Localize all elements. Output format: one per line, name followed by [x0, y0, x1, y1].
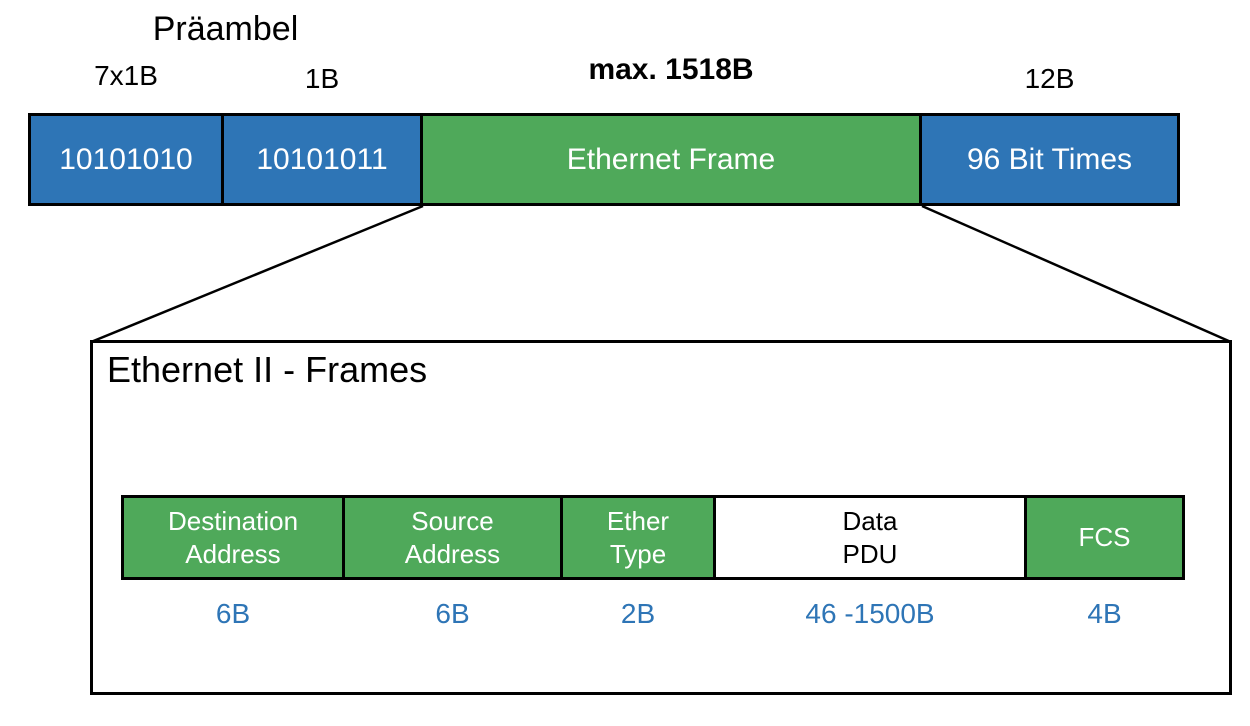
- interframe-gap-box: 96 Bit Times: [919, 113, 1180, 206]
- preamble-bytes-box: 10101010: [28, 113, 224, 206]
- preamble-title: Präambel: [152, 10, 299, 48]
- fcs-label: FCS: [1078, 522, 1131, 553]
- data-pdu-label: Data PDU: [842, 506, 898, 569]
- destination-address-size: 6B: [215, 598, 251, 629]
- size-label-sfd-byte: 1B: [304, 63, 340, 94]
- ethernet2-detail-box: Ethernet II - Frames Destination Address…: [90, 340, 1232, 695]
- start-frame-delimiter-box: 10101011: [221, 113, 423, 206]
- destination-address-cell: Destination Address: [121, 495, 345, 580]
- size-label-preamble-bytes: 7x1B: [94, 60, 158, 91]
- field-size-row: 6B 6B 2B 46 -1500B 4B: [121, 595, 1185, 633]
- ether-type-label: Ether Type: [606, 506, 670, 569]
- frame-overview-row: 10101010 10101011 Ethernet Frame 96 Bit …: [28, 113, 1180, 206]
- size-label-interframe-gap: 12B: [1024, 63, 1075, 94]
- fcs-size: 4B: [1087, 598, 1122, 629]
- source-address-label: Source Address: [404, 506, 501, 569]
- source-address-cell: Source Address: [342, 495, 563, 580]
- connector-line-left: [90, 204, 424, 344]
- size-label-max-frame: max. 1518B: [588, 53, 754, 86]
- fcs-cell: FCS: [1024, 495, 1185, 580]
- ethernet-frame-box: Ethernet Frame: [420, 113, 922, 206]
- frame-fields-row: Destination Address Source Address Ether…: [121, 495, 1185, 580]
- data-pdu-cell: Data PDU: [713, 495, 1027, 580]
- detail-title: Ethernet II - Frames: [107, 349, 428, 390]
- destination-address-label: Destination Address: [167, 506, 299, 569]
- source-address-size: 6B: [435, 598, 470, 629]
- ether-type-size: 2B: [620, 598, 656, 629]
- connector-line-right: [921, 204, 1232, 344]
- data-pdu-size: 46 -1500B: [805, 598, 935, 629]
- ether-type-cell: Ether Type: [560, 495, 716, 580]
